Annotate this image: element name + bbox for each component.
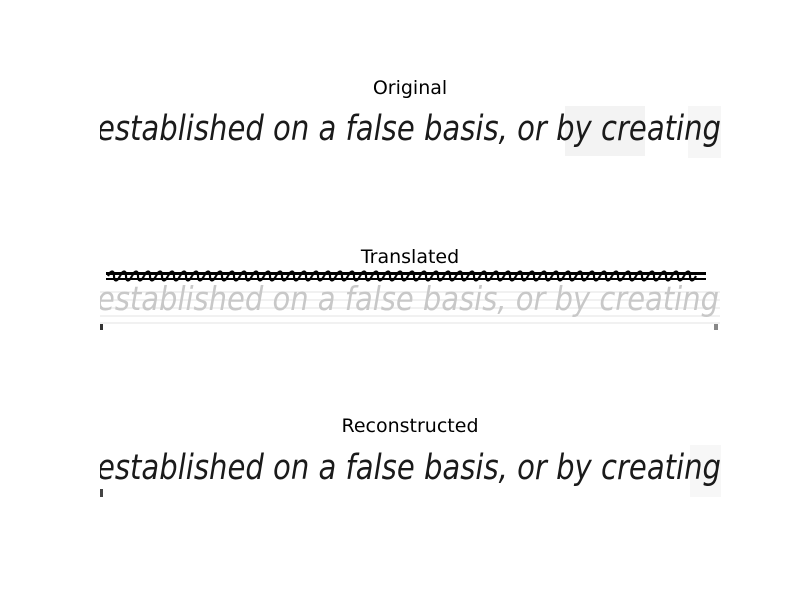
wave-segment: [431, 270, 445, 282]
wave-segment: [479, 270, 493, 282]
wave-segment: [683, 270, 697, 282]
wave-segment: [611, 270, 625, 282]
wave-segment: [323, 270, 337, 282]
wave-segment: [239, 270, 253, 282]
wave-segment: [407, 270, 421, 282]
wave-segment: [251, 270, 265, 282]
wave-segment: [503, 270, 517, 282]
handwriting-reconstructed: established on a false basis, or by crea…: [100, 448, 721, 488]
wave-segment: [263, 270, 277, 282]
wave-segment: [551, 270, 565, 282]
wave-segment: [287, 270, 301, 282]
wave-segment: [455, 270, 469, 282]
wave-segment: [299, 270, 313, 282]
wave-segment: [599, 270, 613, 282]
wave-segment: [179, 270, 193, 282]
wave-segment: [647, 270, 661, 282]
wave-segment: [575, 270, 589, 282]
wave-segment: [167, 270, 181, 282]
panel-title-original: Original: [372, 77, 448, 99]
wave-segment: [671, 270, 685, 282]
wave-segment: [443, 270, 457, 282]
wave-segment: [335, 270, 349, 282]
wave-segment: [635, 270, 649, 282]
wave-segment: [623, 270, 637, 282]
wave-segment: [395, 270, 409, 282]
wave-segment: [311, 270, 325, 282]
wave-segment: [587, 270, 601, 282]
panel-title-reconstructed: Reconstructed: [341, 415, 479, 437]
handwriting-translated: established on a false basis, or by crea…: [100, 279, 719, 318]
wave-segment: [467, 270, 481, 282]
wave-segment: [119, 270, 133, 282]
translated-image: established on a false basis, or by crea…: [100, 268, 720, 330]
wave-segment: [383, 270, 397, 282]
panel-title-translated: Translated: [360, 246, 460, 268]
wave-segment: [215, 270, 229, 282]
pattern-band: [106, 270, 706, 282]
wave-segment: [155, 270, 169, 282]
wave-segment: [359, 270, 373, 282]
wave-segment: [527, 270, 541, 282]
wave-segment: [107, 270, 121, 282]
wave-segment: [191, 270, 205, 282]
wave-segment: [131, 270, 145, 282]
handwriting-original: established on a false basis, or by crea…: [100, 109, 721, 149]
wave-segment: [419, 270, 433, 282]
wave-segment: [347, 270, 361, 282]
wave-segment: [371, 270, 385, 282]
wave-segment: [203, 270, 217, 282]
wave-segment: [563, 270, 577, 282]
wave-segment: [227, 270, 241, 282]
wave-segment: [539, 270, 553, 282]
wave-segment: [515, 270, 529, 282]
original-image: established on a false basis, or by crea…: [100, 104, 721, 160]
wave-segment: [491, 270, 505, 282]
reconstructed-image: established on a false basis, or by crea…: [100, 443, 721, 499]
wave-segment: [275, 270, 289, 282]
wave-segment: [143, 270, 157, 282]
wave-segment: [659, 270, 673, 282]
